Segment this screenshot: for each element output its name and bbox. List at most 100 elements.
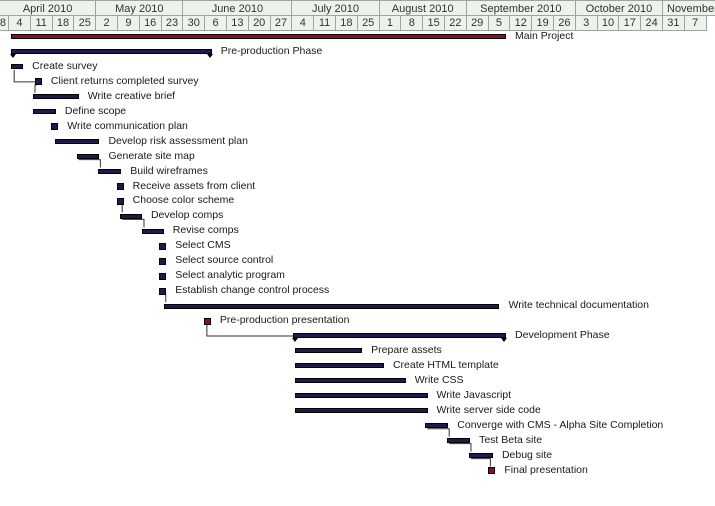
dependency-link xyxy=(470,458,491,467)
month-cell: April 2010 xyxy=(0,0,97,16)
week-cell: 11 xyxy=(314,16,336,31)
week-cell: 30 xyxy=(183,16,206,31)
task-bar[interactable] xyxy=(294,408,428,414)
task-label: Write CSS xyxy=(414,373,464,386)
week-cell: 25 xyxy=(357,16,380,31)
dependency-link xyxy=(34,84,37,93)
task-label: Final presentation xyxy=(504,463,588,476)
dependency-link xyxy=(161,293,167,303)
task-bar[interactable] xyxy=(294,393,428,399)
week-cell: 10 xyxy=(597,16,620,31)
task-milestone[interactable] xyxy=(159,257,167,265)
task-bar[interactable] xyxy=(294,348,363,354)
week-cell: 31 xyxy=(663,16,685,31)
month-cell: September 2010 xyxy=(466,0,576,16)
task-label: Select CMS xyxy=(175,239,231,252)
summary-cap xyxy=(501,338,508,342)
week-cell: 6 xyxy=(205,16,227,31)
task-bar[interactable] xyxy=(294,378,406,384)
task-milestone[interactable] xyxy=(488,467,496,475)
task-bar[interactable] xyxy=(425,423,449,429)
task-label: Develop risk assessment plan xyxy=(108,134,248,147)
task-label: Prepare assets xyxy=(371,343,442,356)
week-cell: 27 xyxy=(270,16,293,31)
week-cell: 26 xyxy=(554,16,576,31)
week-cell: 18 xyxy=(52,16,75,31)
task-label: Debug site xyxy=(501,448,553,461)
task-bar[interactable] xyxy=(76,154,100,160)
task-label: Main Project xyxy=(515,30,574,42)
task-milestone[interactable] xyxy=(159,242,167,250)
task-bar[interactable] xyxy=(163,303,500,309)
week-cell: 19 xyxy=(532,16,554,31)
dependency-link xyxy=(427,428,450,437)
task-label: Create survey xyxy=(32,59,98,72)
week-cell: 8 xyxy=(401,16,424,31)
task-milestone[interactable] xyxy=(159,272,167,280)
task-label: Converge with CMS - Alpha Site Completio… xyxy=(457,418,664,431)
task-label: Pre-production Phase xyxy=(220,44,323,57)
task-label: Write creative brief xyxy=(87,89,176,102)
task-label: Create HTML template xyxy=(392,358,499,371)
timescale-weeks: 2841118252916233061320274111825181522295… xyxy=(0,0,715,31)
task-milestone[interactable] xyxy=(34,78,42,86)
summary-bar[interactable] xyxy=(293,333,507,338)
week-cell: 5 xyxy=(488,16,511,31)
week-cell: 2 xyxy=(96,16,118,31)
week-cell: 20 xyxy=(248,16,271,31)
task-bar[interactable] xyxy=(54,139,100,145)
summary-cap xyxy=(10,53,17,58)
task-bar[interactable] xyxy=(141,228,164,234)
task-label: Select analytic program xyxy=(175,269,285,282)
week-cell: 12 xyxy=(510,16,533,31)
week-cell: 28 xyxy=(0,16,9,31)
summary-bar[interactable] xyxy=(11,48,212,54)
task-label: Pre-production presentation xyxy=(219,314,350,327)
task-milestone[interactable] xyxy=(116,197,124,205)
summary-bar[interactable] xyxy=(11,34,507,39)
month-cell: July 2010 xyxy=(292,0,380,16)
task-bar[interactable] xyxy=(120,213,142,219)
week-cell: 23 xyxy=(161,16,184,31)
dependency-link xyxy=(13,69,35,83)
dependency-link xyxy=(122,218,145,228)
task-label: Test Beta site xyxy=(479,433,543,446)
week-cell: 15 xyxy=(423,16,445,31)
task-label: Client returns completed survey xyxy=(50,74,199,87)
week-cell: 4 xyxy=(292,16,315,31)
month-cell: November 2010 xyxy=(663,0,715,16)
task-label: Define scope xyxy=(64,104,127,117)
task-label: Develop comps xyxy=(150,209,224,222)
dependency-link xyxy=(449,443,472,452)
task-label: Choose color scheme xyxy=(132,194,235,207)
week-cell: 29 xyxy=(466,16,489,31)
task-milestone[interactable] xyxy=(159,287,167,295)
month-cell: August 2010 xyxy=(379,0,467,16)
week-cell: 1 xyxy=(379,16,402,31)
task-bar[interactable] xyxy=(447,438,471,444)
task-bar[interactable] xyxy=(294,363,384,369)
task-milestone[interactable] xyxy=(51,123,59,131)
task-bar[interactable] xyxy=(32,109,56,115)
week-cell: 13 xyxy=(227,16,249,31)
week-cell: 9 xyxy=(118,16,140,31)
week-cell: 25 xyxy=(74,16,97,31)
month-cell: October 2010 xyxy=(575,0,663,16)
task-label: Development Phase xyxy=(515,329,610,341)
week-cell: 16 xyxy=(139,16,162,31)
dependency-link xyxy=(118,203,123,213)
task-milestone[interactable] xyxy=(203,317,211,325)
dependency-link xyxy=(78,159,101,168)
task-bar[interactable] xyxy=(11,64,24,70)
task-milestone[interactable] xyxy=(116,183,124,190)
task-bar[interactable] xyxy=(468,453,493,459)
task-label: Write technical documentation xyxy=(508,299,649,312)
week-cell: 24 xyxy=(641,16,663,31)
summary-cap xyxy=(292,338,299,342)
task-bar[interactable] xyxy=(98,169,122,175)
week-cell: 17 xyxy=(619,16,642,31)
task-bar[interactable] xyxy=(32,94,79,100)
summary-cap xyxy=(206,53,213,58)
task-label: Generate site map xyxy=(108,149,195,162)
